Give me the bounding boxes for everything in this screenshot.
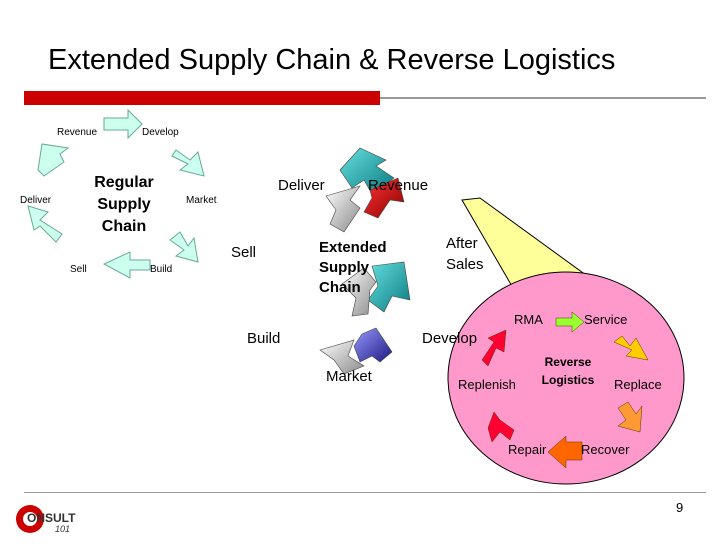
logo-ring-inner: [23, 512, 37, 526]
rev-arrow-rma-service: [555, 311, 585, 333]
ext-step-build: Build: [247, 330, 281, 347]
rev-arrow-repair: [547, 435, 583, 469]
ext-arrow-teal-top: [339, 147, 395, 195]
regular-step-sell: Sell: [70, 264, 87, 275]
regular-arrow-lower-left: [27, 205, 63, 243]
extended-chain-line1: Extended: [319, 239, 387, 256]
ext-arrow-grey-mid: [341, 267, 377, 317]
ext-arrow-blue: [353, 327, 393, 363]
regular-arrow-upper-left: [37, 143, 70, 177]
ext-arrow-red: [363, 177, 405, 219]
extended-chain-line3: Chain: [319, 279, 361, 296]
rev-arrow-rma-up: [481, 329, 507, 367]
ext-step-revenue: Revenue: [368, 177, 429, 194]
after-sales-line1: After: [446, 235, 478, 252]
extended-chain-arrows: [319, 147, 411, 375]
rev-arrow-replace: [613, 335, 649, 361]
title-bar-grey: [380, 97, 706, 99]
rev-step-rma: RMA: [514, 312, 543, 327]
rev-step-replace: Replace: [614, 377, 662, 392]
regular-step-build: Build: [150, 264, 173, 275]
reverse-logistics-line2: Logistics: [541, 373, 595, 387]
rev-step-replenish: Replenish: [458, 377, 516, 392]
regular-arrow-upper-right: [171, 149, 205, 177]
logo-text: ONSULT: [27, 511, 76, 525]
regular-chain-line2: Supply: [97, 196, 151, 213]
after-sales-line2: Sales: [446, 256, 484, 273]
extended-chain-center: Extended Supply Chain: [319, 238, 387, 298]
ext-step-market: Market: [326, 368, 372, 385]
regular-chain-line3: Chain: [101, 218, 147, 235]
regular-step-deliver: Deliver: [20, 195, 52, 206]
rev-arrow-replenish: [487, 411, 515, 443]
reverse-arrows: [481, 311, 649, 469]
ext-step-after-sales: After Sales: [446, 233, 484, 275]
rev-arrow-recover: [617, 401, 643, 433]
ext-arrow-teal-mid: [367, 261, 411, 313]
ext-step-sell: Sell: [231, 244, 257, 261]
regular-chain-arrows: [27, 108, 205, 279]
regular-chain-center: Regular Supply Chain: [84, 172, 164, 238]
logo-sub: 101: [55, 524, 71, 534]
ext-step-deliver: Deliver: [278, 177, 325, 194]
extended-chain-line2: Supply: [319, 259, 370, 276]
regular-step-revenue: Revenue: [57, 127, 98, 138]
regular-arrow-bottom: [102, 251, 151, 279]
rev-step-repair: Repair: [508, 442, 547, 457]
regular-step-develop: Develop: [142, 127, 179, 138]
regular-step-market: Market: [186, 195, 217, 206]
title-bar-red: [24, 91, 380, 105]
regular-arrow-lower-right: [169, 231, 199, 263]
slide-title: Extended Supply Chain & Reverse Logistic…: [48, 44, 616, 76]
footer-line: [24, 492, 706, 493]
reverse-logistics-line1: Reverse: [544, 355, 592, 369]
regular-arrow-top: [103, 108, 143, 140]
reverse-logistics-center: Reverse Logistics: [530, 353, 606, 389]
ext-arrow-grey-top: [325, 185, 361, 233]
rev-step-service: Service: [584, 312, 628, 327]
page-number: 9: [676, 500, 684, 515]
regular-chain-line1: Regular: [94, 174, 154, 191]
rev-step-recover: Recover: [581, 442, 630, 457]
ext-step-develop: Develop: [422, 330, 478, 347]
ext-arrow-grey-bottom: [319, 339, 365, 375]
